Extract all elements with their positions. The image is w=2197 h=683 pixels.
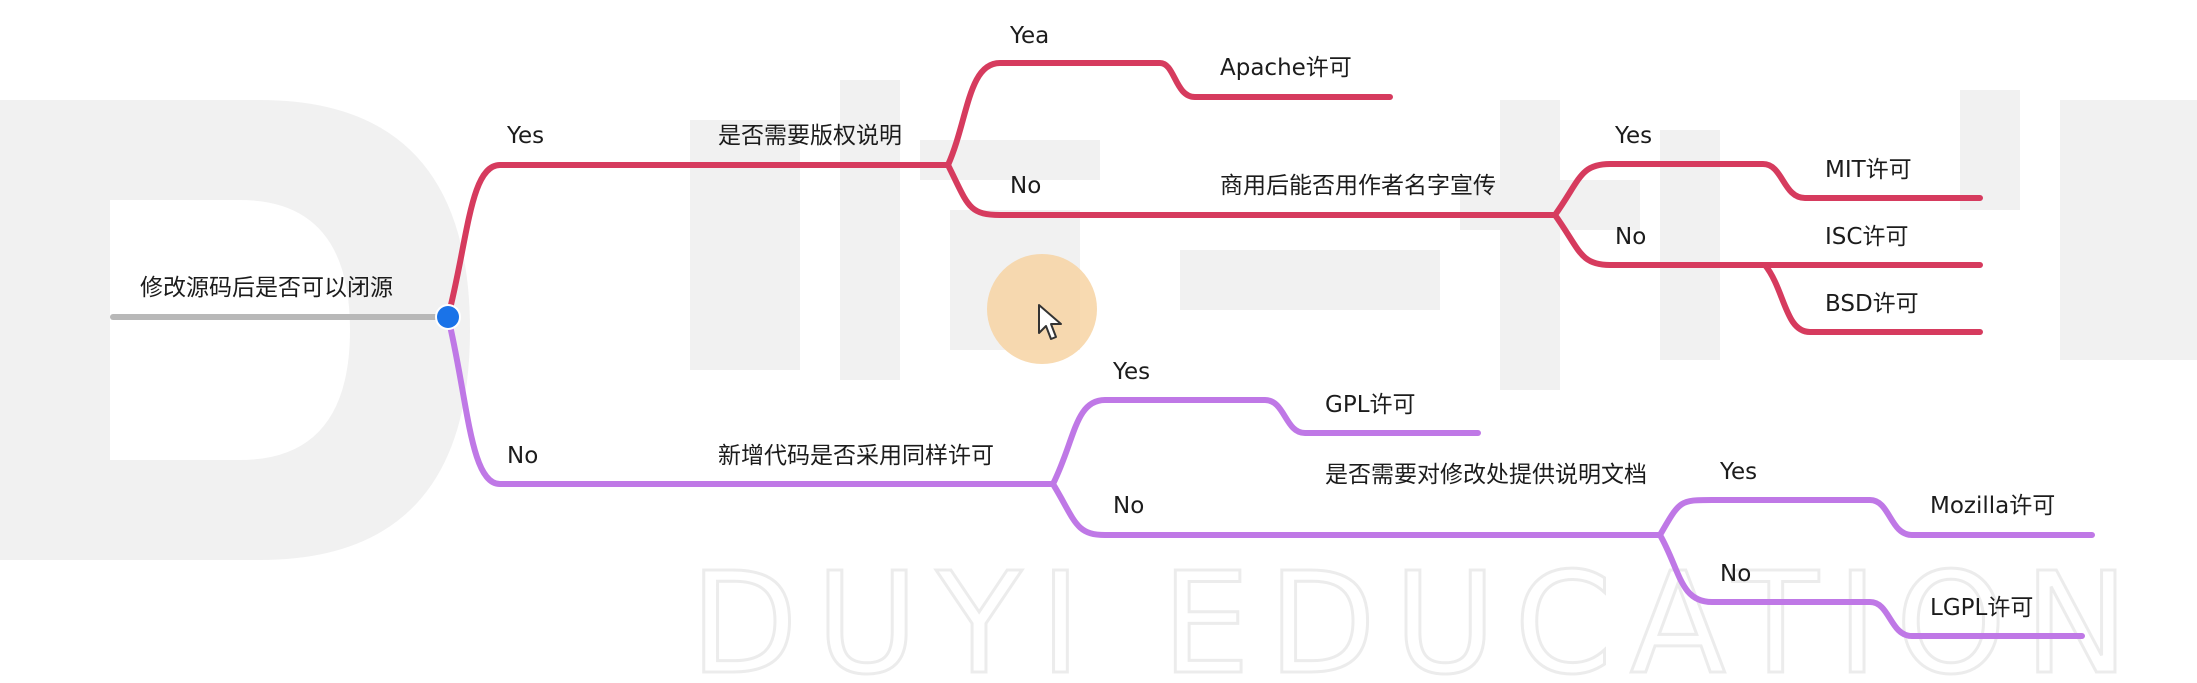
same-license-yes-connector bbox=[1050, 397, 1481, 487]
no-connector bbox=[445, 314, 1056, 487]
root-node-handle[interactable] bbox=[437, 306, 459, 328]
topic-gpl-license[interactable]: GPL许可 bbox=[1325, 392, 1416, 418]
edge-label-yes-same: Yes bbox=[1113, 359, 1151, 385]
topic-mozilla-license[interactable]: Mozilla许可 bbox=[1930, 493, 2056, 519]
edge-label-no-promo: No bbox=[1615, 224, 1647, 250]
root-topic[interactable]: 修改源码后是否可以闭源 bbox=[140, 275, 393, 301]
doc-no-connector bbox=[1657, 532, 2085, 639]
edge-label-yea: Yea bbox=[1010, 23, 1050, 49]
edge-label-no-docs: No bbox=[1720, 561, 1752, 587]
edge-label-no-copyright: No bbox=[1010, 173, 1042, 199]
edge-label-no-same: No bbox=[1113, 493, 1145, 519]
topic-author-name-promo[interactable]: 商用后能否用作者名字宣传 bbox=[1220, 173, 1496, 199]
edge-label-yes: Yes bbox=[507, 123, 545, 149]
topic-copyright-notice[interactable]: 是否需要版权说明 bbox=[718, 123, 902, 149]
topic-isc-license[interactable]: ISC许可 bbox=[1825, 224, 1909, 250]
topic-mit-license[interactable]: MIT许可 bbox=[1825, 157, 1912, 183]
same-license-no-connector bbox=[1050, 481, 1663, 538]
promo-no-connector bbox=[1552, 212, 1983, 268]
edge-label-yes-promo: Yes bbox=[1615, 123, 1653, 149]
edge-label-yes-docs: Yes bbox=[1720, 459, 1758, 485]
copyright-no-connector bbox=[945, 162, 1558, 218]
yea-connector bbox=[945, 60, 1393, 168]
edge-label-no: No bbox=[507, 443, 539, 469]
topic-modification-docs[interactable]: 是否需要对修改处提供说明文档 bbox=[1325, 462, 1647, 488]
mouse-pointer-icon bbox=[1038, 304, 1062, 340]
topic-same-license[interactable]: 新增代码是否采用同样许可 bbox=[718, 443, 994, 469]
topic-bsd-license[interactable]: BSD许可 bbox=[1825, 291, 1919, 317]
topic-apache-license[interactable]: Apache许可 bbox=[1220, 55, 1352, 81]
doc-yes-connector bbox=[1657, 497, 2095, 538]
yes-connector bbox=[445, 162, 951, 320]
topic-lgpl-license[interactable]: LGPL许可 bbox=[1930, 595, 2034, 621]
promo-yes-connector bbox=[1552, 161, 1983, 218]
watermark-text: DUYI EDUCATION bbox=[690, 543, 2147, 683]
bsd-connector bbox=[1762, 262, 1983, 335]
